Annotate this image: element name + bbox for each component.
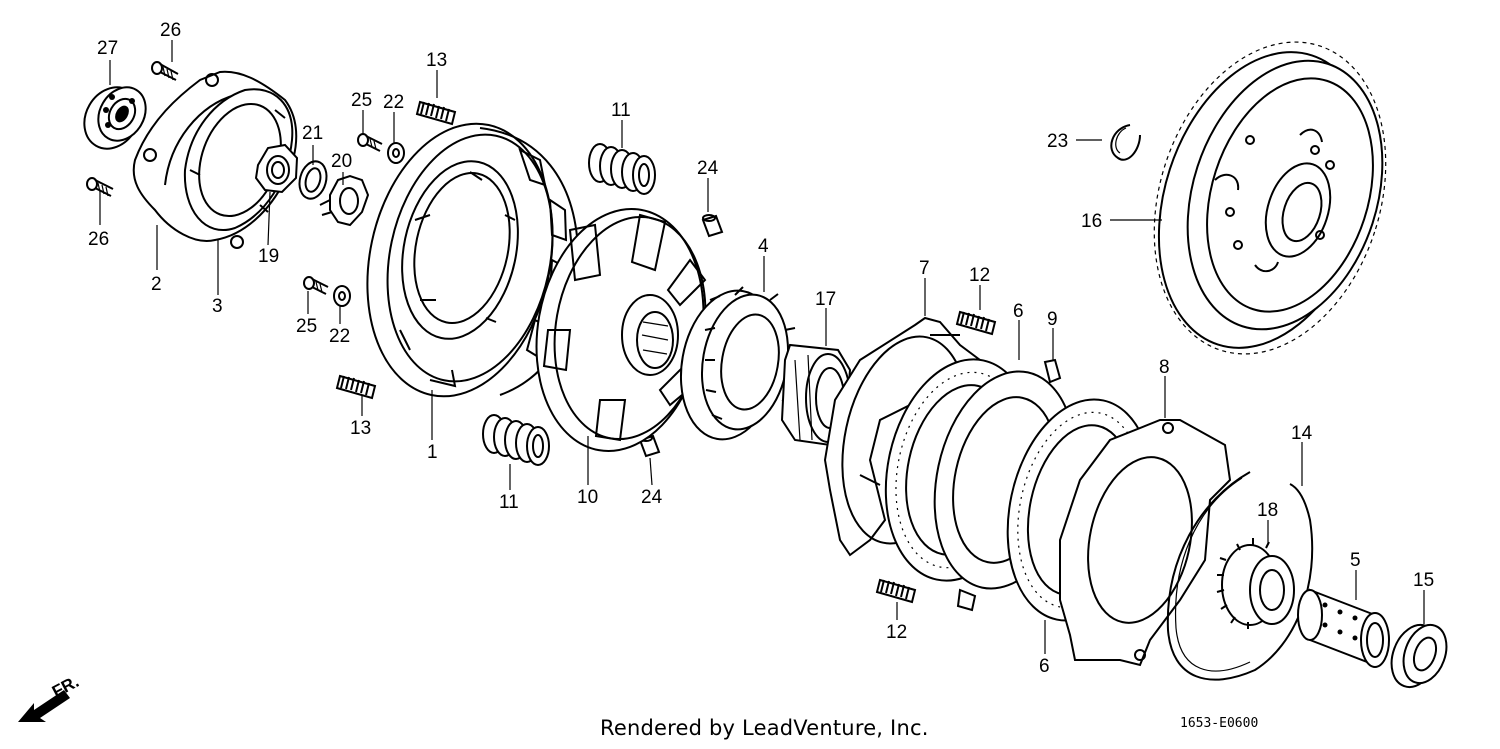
front-arrow-icon [18, 690, 70, 722]
part-26-bolt-lower[interactable] [86, 177, 114, 197]
callout-26-top: 26 [160, 20, 181, 41]
callout-8: 8 [1159, 357, 1170, 378]
callout-11-bottom: 11 [499, 492, 519, 513]
part-25-bolt-lower[interactable] [303, 276, 329, 295]
callout-3: 3 [212, 296, 223, 317]
part-13-spring-lower[interactable] [335, 374, 377, 400]
callout-4: 4 [758, 236, 769, 257]
callout-5: 5 [1350, 550, 1361, 571]
callout-18: 18 [1257, 500, 1278, 521]
callout-22-bottom: 22 [329, 326, 350, 347]
part-22-washer-upper[interactable] [387, 142, 405, 164]
callout-1: 1 [427, 442, 438, 463]
part-25-bolt-upper[interactable] [357, 133, 383, 152]
part-19-nut[interactable] [254, 143, 299, 194]
callout-13-top: 13 [426, 50, 447, 71]
part-24-pin-upper[interactable] [701, 214, 724, 238]
part-12-spring-upper[interactable] [955, 310, 997, 336]
callout-16: 16 [1081, 211, 1102, 232]
callout-2: 2 [151, 274, 162, 295]
part-11-spring-lower[interactable] [482, 414, 550, 466]
part-27-bearing[interactable] [73, 77, 155, 158]
callout-12-bottom: 12 [886, 622, 907, 643]
callout-15: 15 [1413, 570, 1434, 591]
part-12-spring-lower[interactable] [875, 578, 917, 604]
callout-10: 10 [577, 487, 598, 508]
part-1-clutch-housing[interactable] [343, 106, 580, 413]
callout-6-bottom: 6 [1039, 656, 1050, 677]
part-14-snap-ring[interactable] [1166, 471, 1314, 681]
part-8-plate[interactable] [1059, 419, 1232, 667]
part-3-plate[interactable] [183, 88, 295, 231]
callout-20: 20 [331, 151, 352, 172]
callout-24-bottom: 24 [641, 487, 663, 508]
front-direction-indicator: FR. [18, 672, 82, 722]
callout-17: 17 [815, 289, 836, 310]
part-13-spring-upper[interactable] [415, 100, 457, 126]
callout-13-bottom: 13 [350, 418, 371, 439]
callout-7: 7 [919, 258, 930, 279]
callout-27: 27 [97, 38, 118, 59]
callout-19: 19 [258, 246, 279, 267]
callout-25-bottom: 25 [296, 316, 317, 337]
callout-26-bottom: 26 [88, 229, 109, 250]
part-18-gear[interactable] [1216, 538, 1295, 629]
callout-14: 14 [1291, 423, 1313, 444]
part-26-bolt-upper[interactable] [151, 61, 179, 81]
part-16-driven-gear[interactable] [1116, 12, 1424, 384]
part-5-needle-bearing[interactable] [1297, 588, 1390, 668]
part-22-washer-lower[interactable] [333, 285, 351, 307]
callouts: 27 26 26 2 3 19 21 20 25 22 25 22 13 13 … [88, 20, 1434, 677]
leader-lines [99, 40, 1425, 654]
diagram-code: 1653-E0600 [1180, 716, 1259, 731]
callout-25-top: 25 [351, 90, 372, 111]
callout-12-top: 12 [969, 265, 990, 286]
part-10-clutch-center[interactable] [518, 196, 722, 465]
callout-22-top: 22 [383, 92, 404, 113]
part-4-one-way-clutch[interactable] [670, 283, 798, 447]
part-21-washer[interactable] [296, 158, 331, 201]
part-20-lock-washer[interactable] [319, 174, 370, 227]
callout-21: 21 [302, 123, 323, 144]
part-11-spring-upper[interactable] [588, 143, 656, 195]
callout-9: 9 [1047, 309, 1058, 330]
callout-24-top: 24 [697, 158, 719, 179]
render-credit: Rendered by LeadVenture, Inc. [600, 716, 929, 740]
callout-11-top: 11 [611, 100, 631, 121]
callout-6-top: 6 [1013, 301, 1024, 322]
part-15-thrust-washer[interactable] [1383, 618, 1454, 693]
callout-23: 23 [1047, 131, 1068, 152]
part-23-circlip[interactable] [1110, 124, 1141, 161]
